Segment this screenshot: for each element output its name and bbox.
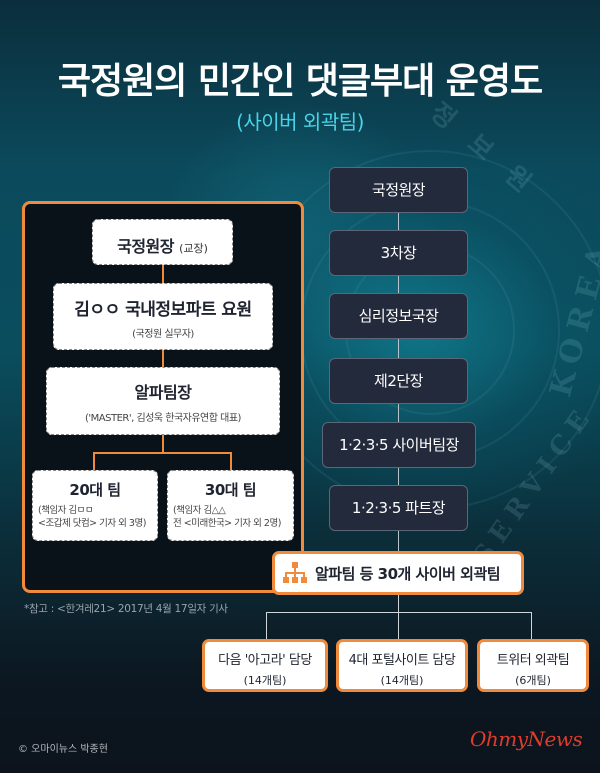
node-subtitle: (14개팀)	[380, 674, 424, 687]
node-alpha-team-leader: 알파팀장 ('MASTER', 김성욱 한국자유연합 대표)	[46, 367, 280, 435]
connector-line	[93, 452, 95, 470]
node-subtitle-line: <조갑제 닷컴> 기자 외 3명)	[38, 518, 146, 529]
node-domestic-agent: 김ㅇㅇ 국내정보파트 요원 (국정원 실무자)	[53, 283, 273, 350]
reference-note: *참고 : <한겨레21> 2017년 4월 17일자 기사	[24, 603, 228, 615]
alpha-teams-box: 알파팀 등 30개 사이버 외곽팀	[272, 551, 524, 595]
node-nis-director-principal: 국정원장 (교장)	[92, 219, 233, 265]
chain-node-psych-info-bureau: 심리정보국장	[329, 293, 468, 339]
page-subtitle: (사이버 외곽팀)	[236, 110, 364, 134]
node-title: 20대 팀	[69, 481, 121, 499]
connector-line	[266, 612, 267, 639]
node-subtitle: (국정원 실무자)	[132, 329, 194, 340]
node-subtitle: (6개팀)	[515, 674, 551, 687]
node-subtitle: (책임자 김△△ 전 <미래한국> 기자 외 2명)	[168, 504, 293, 530]
node-subtitle: (교장)	[179, 242, 208, 255]
node-title: 4대 포털사이트 담당	[348, 653, 456, 668]
connector-line	[398, 595, 399, 639]
node-subtitle: ('MASTER', 김성욱 한국자유연합 대표)	[85, 413, 241, 424]
node-subtitle-line: (책임자 김△△	[173, 505, 226, 516]
alpha-teams-label: 알파팀 등 30개 사이버 외곽팀	[315, 564, 501, 583]
copyright-credit: © 오마이뉴스 박종현	[18, 744, 108, 755]
connector-line	[162, 264, 164, 284]
node-subtitle-line: (책임자 김ㅁㅁ	[38, 505, 94, 516]
node-title: 트위터 외곽팀	[496, 653, 570, 668]
ohmynews-logo: OhmyNews	[470, 727, 583, 751]
node-title: 다음 '아고라' 담당	[218, 653, 312, 668]
chain-node-2nd-division: 제2단장	[329, 358, 468, 404]
node-title: 알파팀장	[134, 383, 192, 402]
node-subtitle: (14개팀)	[243, 674, 287, 687]
connector-line	[531, 612, 532, 639]
node-title: 국정원장	[117, 237, 174, 256]
chain-node-3rd-deputy: 3차장	[329, 230, 468, 276]
node-subtitle-line: 전 <미래한국> 기자 외 2명)	[173, 518, 281, 529]
chain-node-cyber-team-leaders: 1·2·3·5 사이버팀장	[322, 422, 476, 468]
connector-line	[162, 349, 164, 367]
chain-node-nis-director: 국정원장	[329, 167, 468, 213]
page-title: 국정원의 민간인 댓글부대 운영도	[57, 61, 543, 102]
connector-line	[93, 452, 232, 454]
connector-line	[230, 452, 232, 470]
node-title: 김ㅇㅇ 국내정보파트 요원	[74, 300, 252, 320]
connector-line	[266, 612, 531, 613]
chain-node-part-leaders: 1·2·3·5 파트장	[329, 485, 468, 531]
node-portal-sites: 4대 포털사이트 담당 (14개팀)	[336, 639, 468, 692]
node-title: 30대 팀	[204, 481, 257, 499]
node-team-20s: 20대 팀 (책임자 김ㅁㅁ <조갑제 닷컴> 기자 외 3명)	[32, 470, 158, 541]
org-chart-icon	[283, 562, 307, 583]
node-daum-agora: 다음 '아고라' 담당 (14개팀)	[202, 639, 328, 692]
node-twitter-team: 트위터 외곽팀 (6개팀)	[477, 639, 589, 692]
node-subtitle: (책임자 김ㅁㅁ <조갑제 닷컴> 기자 외 3명)	[33, 504, 157, 530]
node-team-30s: 30대 팀 (책임자 김△△ 전 <미래한국> 기자 외 2명)	[167, 470, 294, 541]
connector-line	[162, 434, 164, 452]
